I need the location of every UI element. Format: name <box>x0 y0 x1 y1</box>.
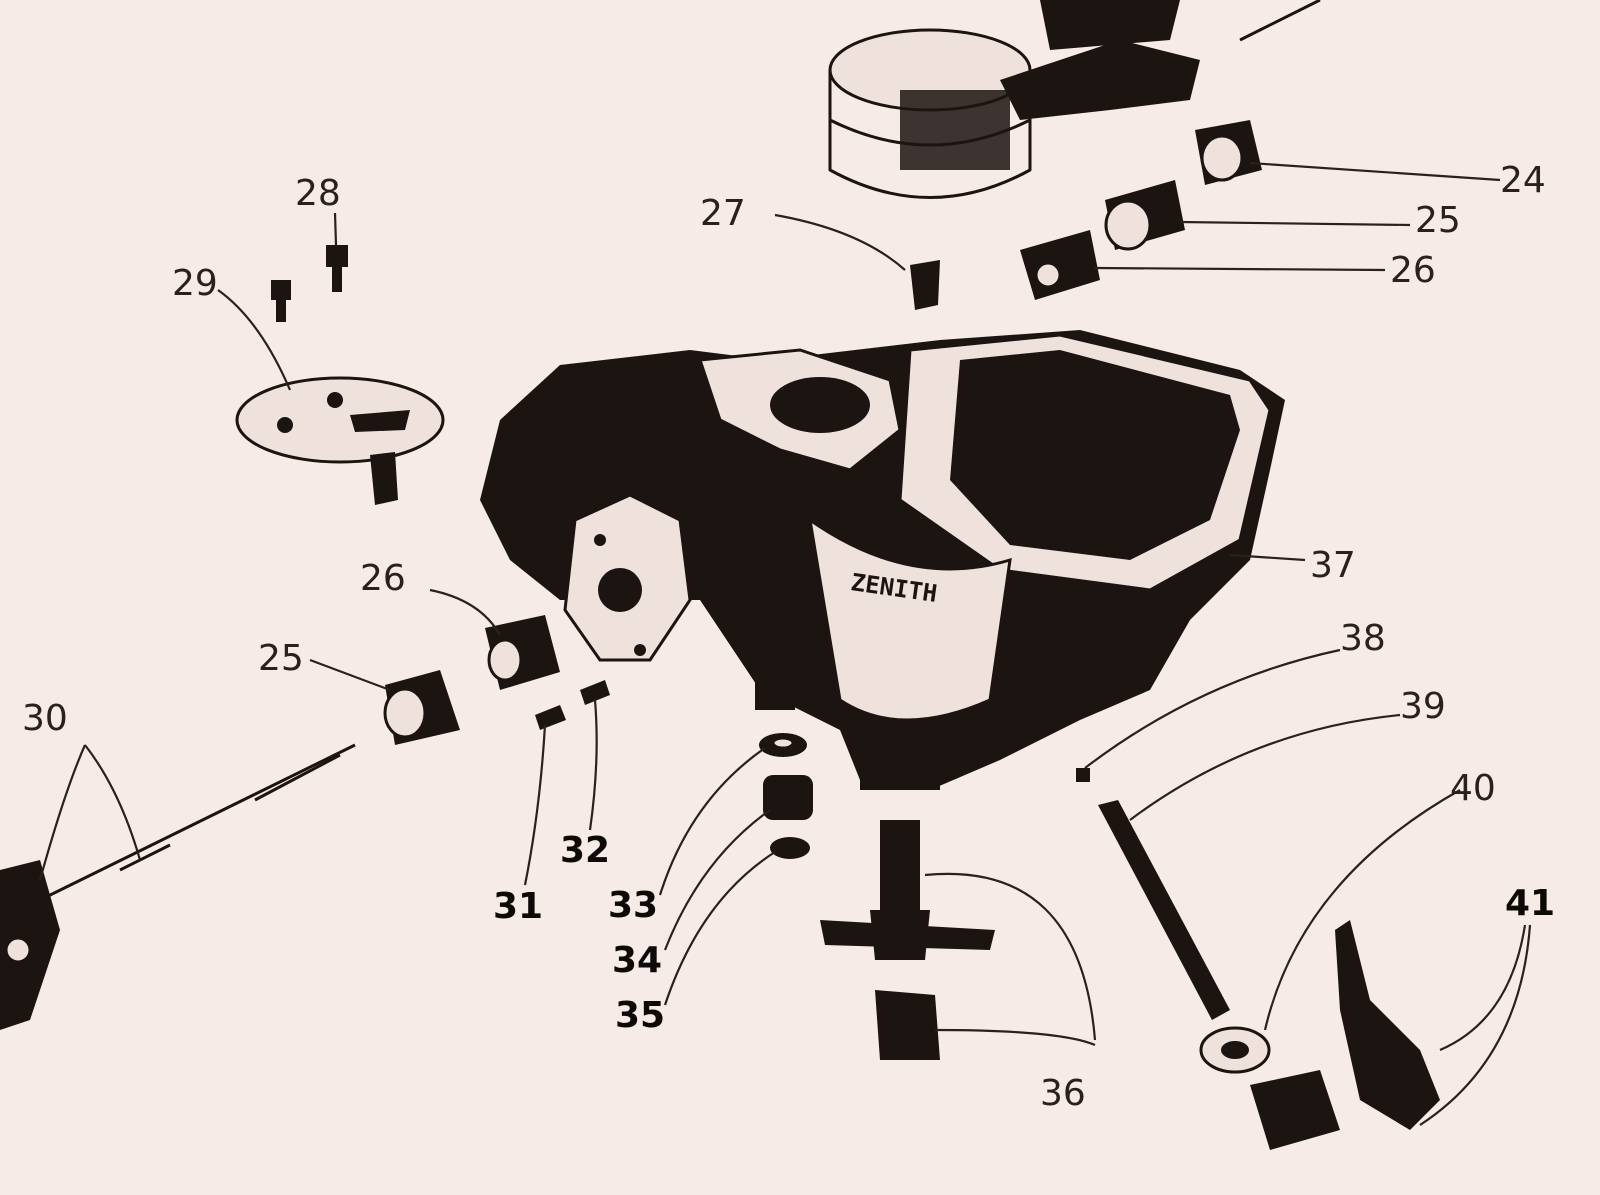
needle-39-part <box>1098 800 1230 1020</box>
washer-33-part <box>759 733 807 757</box>
callout-24: 24 <box>1500 160 1546 201</box>
plug-27-part <box>910 260 940 310</box>
washer-40-part <box>1199 1026 1271 1074</box>
callout-26-top: 26 <box>1390 250 1436 291</box>
nut-26-left-part <box>485 615 560 690</box>
callout-26-left: 26 <box>360 558 406 599</box>
callout-35: 35 <box>615 995 665 1036</box>
callout-40: 40 <box>1450 768 1496 809</box>
callout-38: 38 <box>1340 618 1386 659</box>
valve-41-part <box>1250 920 1440 1150</box>
callout-39: 39 <box>1400 686 1446 727</box>
callout-37: 37 <box>1310 545 1356 586</box>
washer-38-part <box>1076 768 1090 782</box>
callout-28: 28 <box>295 173 341 214</box>
callout-30: 30 <box>22 698 68 739</box>
callout-33: 33 <box>608 885 658 926</box>
bushing-24-part <box>1195 120 1262 185</box>
carburetor-body-37-part: ZENITH <box>480 330 1285 790</box>
screw-28-part <box>271 245 348 322</box>
callout-29: 29 <box>172 263 218 304</box>
callout-32: 32 <box>560 830 610 871</box>
throttle-shaft-30-part <box>0 743 356 1030</box>
bushing-25-part <box>1104 180 1185 251</box>
nut-26-part <box>1020 230 1100 300</box>
callout-25-left: 25 <box>258 638 304 679</box>
pin-32-part <box>580 680 610 705</box>
callout-labels: 24 25 26 27 28 29 26 25 30 31 32 33 34 3… <box>22 160 1555 1114</box>
bushing-25-left-part <box>383 670 460 745</box>
jet-34-part <box>763 775 813 820</box>
callout-27: 27 <box>700 193 746 234</box>
callout-25-top: 25 <box>1415 200 1461 241</box>
callout-31: 31 <box>493 886 543 927</box>
washer-35-part <box>770 837 810 859</box>
cover-plate-29-part <box>235 376 445 505</box>
callout-36: 36 <box>1040 1073 1086 1114</box>
pin-31-part <box>535 705 566 730</box>
jet-assembly-36-part <box>820 820 995 1060</box>
callout-34: 34 <box>612 940 662 981</box>
callout-41: 41 <box>1505 883 1555 924</box>
float-assembly-part <box>828 0 1321 199</box>
leader-lines <box>38 161 1532 1126</box>
